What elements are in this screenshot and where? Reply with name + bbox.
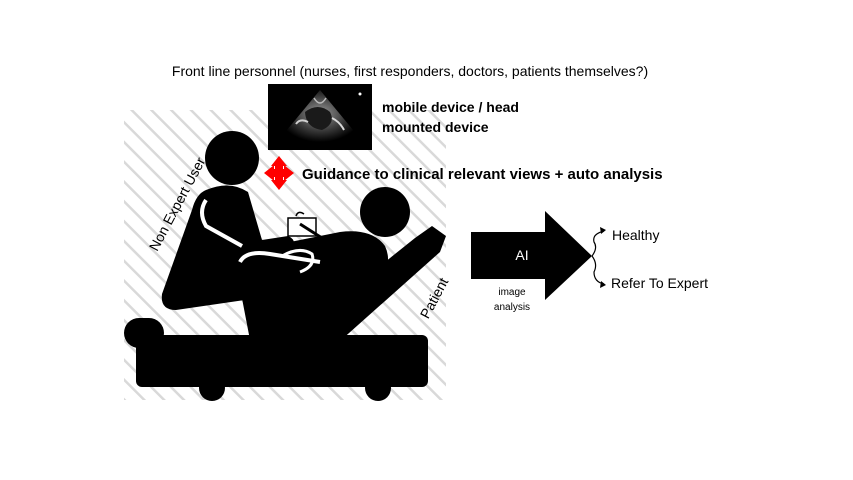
guidance-label: Guidance to clinical relevant views + au… xyxy=(302,166,663,183)
device-label: mobile device / head mounted device xyxy=(382,97,552,137)
image-analysis-line-1: image xyxy=(498,287,526,298)
image-analysis-line-2: analysis xyxy=(493,302,531,313)
branch-arrows xyxy=(591,230,605,285)
bed-icon xyxy=(124,226,446,401)
patient-icon xyxy=(239,187,410,358)
four-way-arrow-icon xyxy=(264,156,294,190)
ai-label: AI xyxy=(515,247,529,263)
device-label-line-1: mobile device / head xyxy=(382,99,519,115)
arrowhead-refer xyxy=(600,281,606,288)
device-label-line-2: mounted device xyxy=(382,119,489,135)
ai-arrow xyxy=(471,211,592,300)
outcome-refer-to-expert: Refer To Expert xyxy=(611,275,709,291)
user-icon xyxy=(161,131,321,310)
diagram-title: Front line personnel (nurses, first resp… xyxy=(171,63,649,79)
ultrasound-image xyxy=(268,84,372,150)
image-analysis-label: image analysis xyxy=(482,285,542,315)
outcome-healthy: Healthy xyxy=(612,227,660,243)
ultrasound-probe-icon xyxy=(287,211,323,240)
arrowhead-healthy xyxy=(600,227,606,234)
